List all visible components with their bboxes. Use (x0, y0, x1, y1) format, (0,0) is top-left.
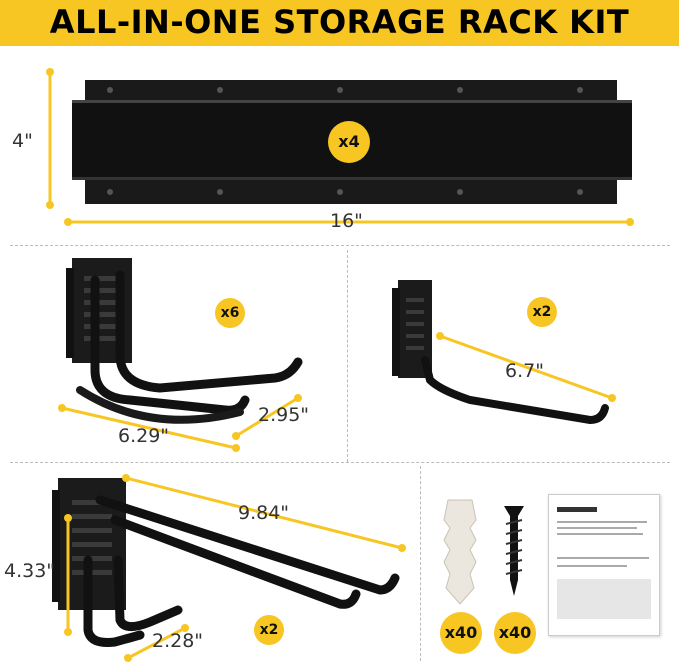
long-hook-depth-label: 2.28" (152, 630, 204, 652)
manual-diagram (557, 579, 651, 619)
manual-text-line (557, 527, 637, 529)
long-hook-length-label: 9.84" (238, 502, 290, 524)
section-divider-vertical-lower (420, 466, 421, 661)
manual-text-line (557, 565, 627, 567)
long-hook-height-label: 4.33" (4, 560, 56, 582)
section-divider-middle (10, 462, 670, 463)
rail-height-label: 4" (12, 130, 33, 152)
page-title: ALL-IN-ONE STORAGE RACK KIT (49, 3, 630, 41)
single-hook-length-label: 6.7" (505, 360, 544, 382)
screw-quantity-badge: x40 (494, 612, 536, 654)
long-hook-quantity-badge: x2 (254, 615, 284, 645)
banner-background (0, 0, 679, 46)
instruction-manual (548, 494, 660, 636)
title-banner: ALL-IN-ONE STORAGE RACK KIT (0, 0, 679, 46)
double-hook-depth-label: 2.95" (258, 404, 310, 426)
section-divider-top (10, 245, 670, 246)
section-divider-vertical-upper (347, 250, 348, 462)
manual-text-line (557, 557, 649, 559)
double-hook-quantity-badge: x6 (215, 298, 245, 328)
rail-illustration (46, 68, 634, 226)
manual-text-line (557, 533, 643, 535)
rail-quantity-badge: x4 (328, 121, 370, 163)
manual-text-line (557, 521, 647, 523)
anchor-quantity-badge: x40 (440, 612, 482, 654)
double-hook-width-label: 6.29" (118, 425, 170, 447)
single-hook-quantity-badge: x2 (527, 297, 557, 327)
rail-length-label: 16" (330, 210, 363, 232)
manual-heading-bar (557, 507, 597, 512)
